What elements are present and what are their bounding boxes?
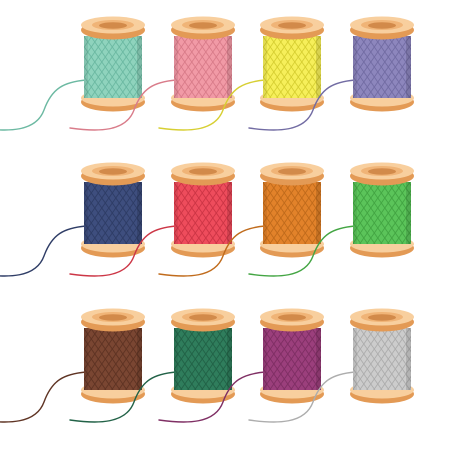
- thread-tail: [0, 225, 87, 277]
- thread-tail: [69, 225, 177, 277]
- thread-winding: [174, 182, 232, 244]
- spool-brown: [0, 308, 145, 423]
- thread-tail: [69, 79, 177, 131]
- thread-winding: [353, 328, 411, 390]
- spool-hole: [99, 168, 127, 175]
- thread-tail: [158, 225, 266, 277]
- thread-tail: [248, 79, 356, 131]
- thread-tail: [0, 371, 87, 423]
- thread-winding: [263, 36, 321, 98]
- spool-green: [248, 162, 414, 277]
- spools-grid: [0, 16, 414, 423]
- spool-navy: [0, 162, 145, 277]
- thread-tail: [158, 371, 266, 423]
- thread-tail: [248, 225, 356, 277]
- thread-winding: [263, 328, 321, 390]
- spool-orange: [158, 162, 324, 277]
- spool-hole: [278, 168, 306, 175]
- spool-hole: [368, 22, 396, 29]
- thread-winding: [84, 328, 142, 390]
- thread-winding: [84, 182, 142, 244]
- spool-hole: [189, 314, 217, 321]
- thread-tail: [158, 79, 266, 131]
- spool-hole: [189, 22, 217, 29]
- thread-winding: [174, 328, 232, 390]
- spool-hole: [278, 22, 306, 29]
- thread-winding: [263, 182, 321, 244]
- spool-yellow: [158, 16, 324, 131]
- spool-red: [69, 162, 235, 277]
- spool-lavender: [248, 16, 414, 131]
- thread-tail: [0, 79, 87, 131]
- spool-mint: [0, 16, 145, 131]
- spool-hole: [278, 314, 306, 321]
- thread-winding: [174, 36, 232, 98]
- spool-silver: [248, 308, 414, 423]
- thread-tail: [248, 371, 356, 423]
- spool-dark-green: [69, 308, 235, 423]
- spool-pink: [69, 16, 235, 131]
- thread-winding: [353, 36, 411, 98]
- spool-magenta: [158, 308, 324, 423]
- spool-hole: [368, 314, 396, 321]
- thread-winding: [84, 36, 142, 98]
- spool-hole: [368, 168, 396, 175]
- spool-hole: [189, 168, 217, 175]
- spool-hole: [99, 314, 127, 321]
- spool-hole: [99, 22, 127, 29]
- thread-winding: [353, 182, 411, 244]
- thread-tail: [69, 371, 177, 423]
